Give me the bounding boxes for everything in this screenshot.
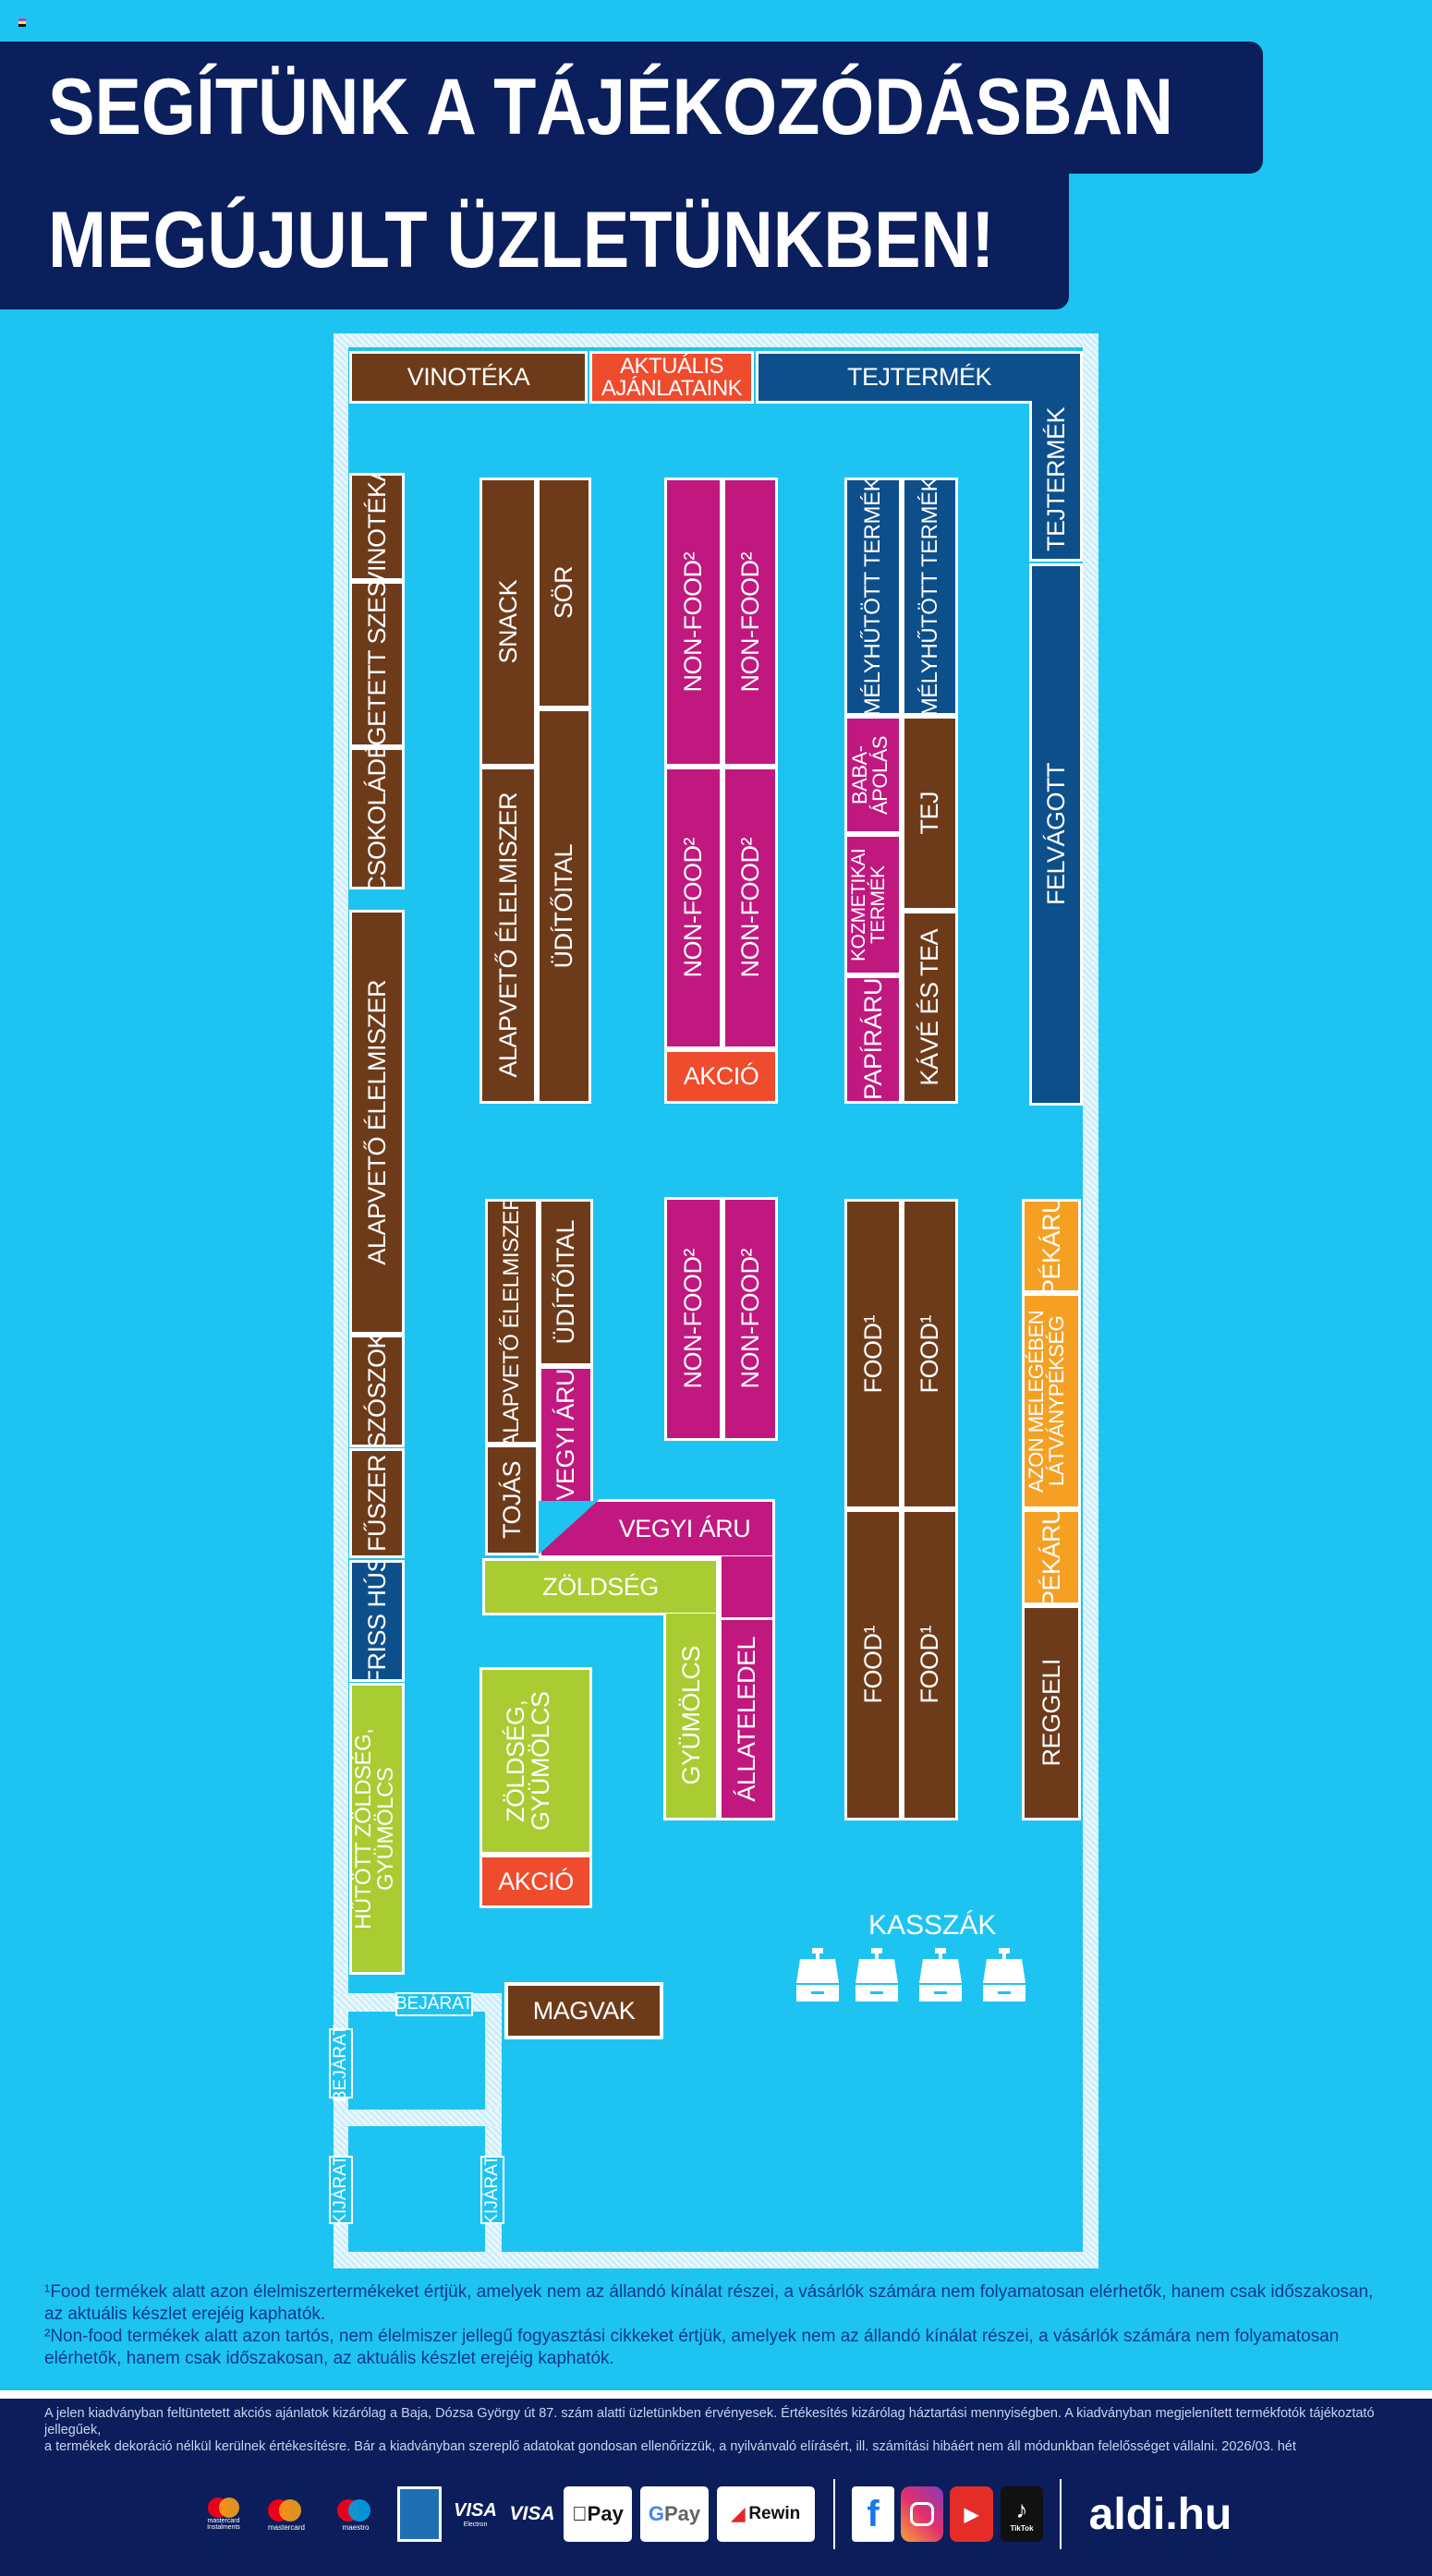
section-baba-apolas: BABA-ÁPOLÁS — [844, 716, 902, 834]
apple-pay-logo: Pay — [564, 2486, 632, 2542]
section-uditoital-lower: ÜDÍTŐITAL — [539, 1199, 593, 1366]
divider — [0, 2390, 1432, 2399]
section-tejtermek-top: TEJTERMÉK — [756, 351, 1083, 404]
wall-vestibule-middle — [334, 2110, 502, 2126]
section-vinoteka-top: VINOTÉKA — [349, 351, 588, 404]
section-non-food: NON-FOOD² — [664, 767, 722, 1049]
disclaimer-line-1: A jelen kiadványban feltüntetett akciós … — [44, 2406, 1375, 2437]
divider — [833, 2479, 835, 2549]
website-link[interactable]: aldi.hu — [1088, 2489, 1232, 2539]
exit-sign: KIJÁRAT — [480, 2155, 504, 2225]
section-food: FOOD¹ — [844, 1509, 902, 1820]
disclaimer-line-2: a termékek dekoráció nélkül kerülnek ért… — [44, 2439, 1296, 2454]
section-alapveto-elelmiszer-lower: ALAPVETŐ ÉLELMISZER — [485, 1199, 539, 1445]
section-non-food-lower: NON-FOOD² — [664, 1197, 722, 1441]
section-uditoital: ÜDÍTŐITAL — [537, 708, 591, 1104]
section-alapveto-elelmiszer: ALAPVETŐ ÉLELMISZER — [479, 767, 537, 1104]
exit-sign: KIJÁRAT — [329, 2155, 353, 2225]
section-fuszer: FŰSZER — [349, 1448, 405, 1558]
section-pekaru: PÉKÁRU — [1022, 1509, 1081, 1605]
checkout-label: KASSZÁK — [868, 1910, 997, 1941]
color-registration-mark — [18, 18, 26, 27]
section-felvagott: FELVÁGOTT — [1029, 563, 1083, 1106]
section-csokolade: CSOKOLÁDÉ — [349, 747, 405, 889]
section-magvak: MAGVAK — [504, 1982, 663, 2039]
section-papiraru: PAPÍRÁRU — [844, 975, 902, 1104]
maestro-logo: maestro — [323, 2486, 388, 2542]
cash-register-icon — [856, 1948, 898, 2002]
section-non-food-lower: NON-FOOD² — [722, 1197, 778, 1441]
section-food: FOOD¹ — [902, 1199, 958, 1509]
section-tejtermek-right: TEJTERMÉK — [1029, 401, 1083, 562]
section-egetett-szesz: ÉGETETT SZESZ — [349, 581, 405, 747]
footnote-food: ¹Food termékek alatt azon élelmiszerterm… — [44, 2282, 1374, 2324]
instagram-icon[interactable] — [901, 2486, 943, 2542]
entrance-sign: BEJÁRAT — [395, 1992, 473, 2016]
section-tej: TEJ — [902, 716, 958, 911]
section-food: FOOD¹ — [844, 1199, 902, 1509]
section-vegyi-aru-corner — [719, 1556, 775, 1619]
cash-register-icon — [983, 1948, 1025, 2002]
headline-line-2-text: MEGÚJULT ÜZLETÜNKBEN! — [48, 196, 995, 284]
section-sor: SÖR — [537, 478, 591, 708]
section-allateledel: ÁLLATELEDEL — [719, 1617, 775, 1820]
headline-line-1-text: SEGÍTÜNK A TÁJÉKOZÓDÁSBAN — [48, 63, 1173, 151]
footnotes: ¹Food termékek alatt azon élelmiszerterm… — [44, 2281, 1393, 2370]
section-akcio-lower: AKCIÓ — [479, 1855, 592, 1908]
section-non-food: NON-FOOD² — [664, 478, 722, 767]
section-melyhutott-termek: MÉLYHŰTÖTT TERMÉK — [902, 478, 958, 716]
entrance-sign: BEJÁRAT — [329, 2025, 353, 2102]
section-pekaru: PÉKÁRU — [1022, 1199, 1081, 1293]
headline-line-2: MEGÚJULT ÜZLETÜNKBEN! — [0, 172, 1069, 309]
mastercard-logo: mastercard — [259, 2486, 314, 2542]
footnote-non-food: ²Non-food termékek alatt azon tartós, ne… — [44, 2327, 1340, 2368]
section-aktualis-ajanlataink: AKTUÁLIS AJÁNLATAINK — [589, 351, 754, 404]
apple-icon:  — [572, 2502, 588, 2526]
section-hutott-zoldseg-gyumolcs: HŰTÖTT ZÖLDSÉG, GYÜMÖLCS — [349, 1683, 405, 1975]
google-g-icon: G — [648, 2502, 664, 2525]
section-akcio: AKCIÓ — [664, 1049, 778, 1104]
wall-bottom — [334, 2252, 1098, 2268]
card-logo — [397, 2486, 442, 2542]
section-zoldseg: ZÖLDSÉG — [482, 1558, 719, 1615]
section-vegyi-aru-horizontal: VEGYI ÁRU — [539, 1499, 775, 1558]
section-food: FOOD¹ — [902, 1509, 958, 1820]
cash-register-icon — [919, 1948, 962, 2002]
cash-register-icon — [796, 1948, 839, 2002]
section-zoldseg-gyumolcs: ZÖLDSÉG, GYÜMÖLCS — [479, 1667, 592, 1855]
section-melyhutott-termek: MÉLYHŰTÖTT TERMÉK — [844, 478, 902, 716]
visa-logo: VISA — [509, 2503, 555, 2524]
section-tojas: TOJÁS — [485, 1445, 539, 1555]
headline-line-1: SEGÍTÜNK A TÁJÉKOZÓDÁSBAN — [0, 42, 1263, 174]
section-szoszok: SZÓSZOK — [349, 1335, 405, 1447]
rewin-icon: ◢ — [731, 2504, 746, 2524]
rewin-logo: ◢Rewin — [717, 2486, 815, 2542]
section-kozmetikai-termek: KOZMETIKAI TERMÉK — [844, 834, 902, 975]
facebook-icon[interactable]: f — [852, 2486, 894, 2542]
wall-vestibule-right — [485, 1993, 502, 2268]
section-friss-hus: FRISS HÚS — [349, 1560, 405, 1682]
section-non-food: NON-FOOD² — [722, 767, 778, 1049]
section-snack: SNACK — [479, 478, 537, 767]
youtube-icon[interactable]: ▶ — [950, 2486, 993, 2542]
section-latvanypekseg: AZON MELEGÉBEN LÁTVÁNYPÉKSÉG — [1022, 1293, 1081, 1509]
section-alapveto-elelmiszer-left: ALAPVETŐ ÉLELMISZER — [349, 910, 405, 1335]
section-vegyi-aru-vertical: VEGYI ÁRU — [539, 1366, 593, 1501]
section-gyumolcs: GYÜMÖLCS — [663, 1614, 719, 1820]
wall-left — [334, 333, 348, 2268]
footer — [0, 2399, 1432, 2576]
section-kave-es-tea: KÁVÉ ÉS TEA — [902, 911, 958, 1104]
tiktok-icon[interactable]: ♪TikTok — [1001, 2486, 1043, 2542]
disclaimer: A jelen kiadványban feltüntetett akciós … — [44, 2405, 1402, 2455]
divider — [1060, 2479, 1062, 2549]
section-non-food: NON-FOOD² — [722, 478, 778, 767]
section-vinoteka-left: VINOTÉKA — [349, 473, 405, 581]
wall-top — [334, 333, 1098, 347]
wall-right — [1083, 333, 1098, 2268]
section-reggeli: REGGELI — [1022, 1605, 1081, 1820]
